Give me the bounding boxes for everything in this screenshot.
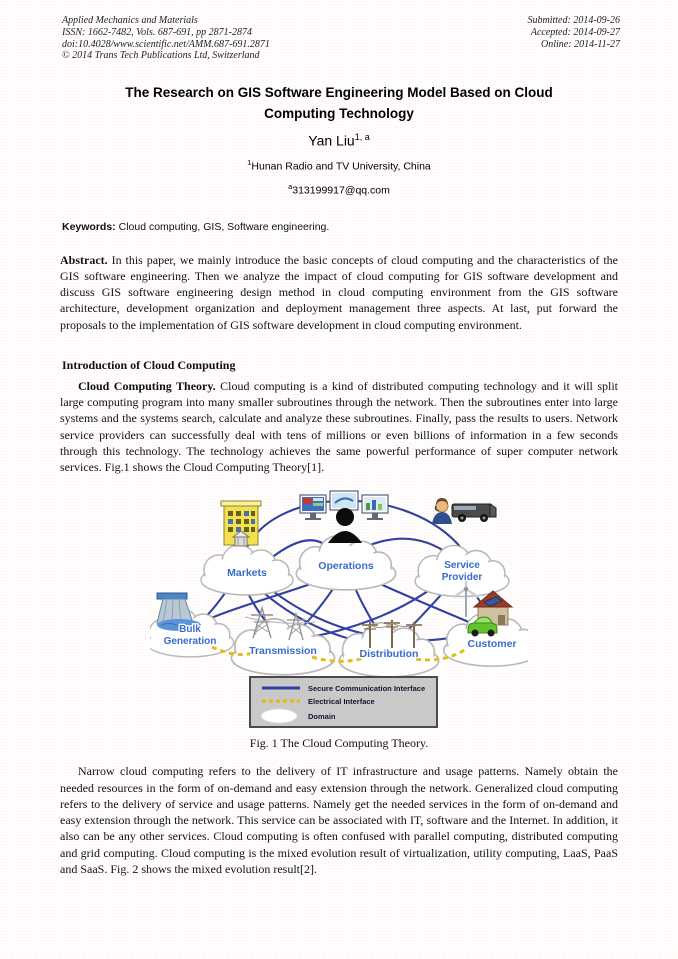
email-superscript: a [288, 182, 293, 192]
distribution-poles-icon [362, 620, 422, 649]
keywords-label: Keywords: [62, 220, 116, 233]
theory-paragraph-label: Cloud Computing Theory. [78, 378, 216, 393]
paper-title: The Research on GIS Software Engineering… [0, 83, 678, 125]
transmission-label: Transmission [249, 645, 317, 657]
service-provider-label-line2: Provider [442, 572, 483, 583]
author-superscript: 1, a [354, 132, 370, 143]
markets-label: Markets [227, 567, 267, 579]
service-provider-label-line1: Service [444, 560, 480, 571]
customer-label: Customer [467, 638, 516, 650]
affiliation-line: 1Hunan Radio and TV University, China [0, 158, 678, 173]
accepted-date: Accepted: 2014-09-27 [530, 26, 620, 38]
bulk-generation-dam-icon [156, 592, 201, 632]
keywords-text: Cloud computing, GIS, Software engineeri… [115, 220, 330, 233]
submitted-date: Submitted: 2014-09-26 [527, 15, 621, 26]
electrical-interface-lines [211, 646, 467, 664]
section-heading: Introduction of Cloud Computing [62, 357, 236, 372]
journal-doi: doi:10.4028/www.scientific.net/AMM.687-6… [62, 38, 270, 50]
author-line: Yan Liu1, a [0, 132, 678, 149]
submission-dates: Submitted: 2014-09-26 Accepted: 2014-09-… [528, 15, 621, 62]
figure-1: Markets Operations Service Provider Bulk… [0, 477, 678, 734]
domain-clouds [145, 535, 542, 679]
paper-title-line2: Computing Technology [264, 106, 414, 122]
domain-shape-sample [260, 708, 298, 724]
operations-label: Operations [318, 560, 374, 572]
figure-legend: Secure Communication Interface Electrica… [249, 676, 438, 729]
journal-issn: ISSN: 1662-7482, Vols. 687-691, pp 2871-… [62, 26, 252, 38]
journal-header: Applied Mechanics and Materials ISSN: 16… [62, 0, 620, 62]
markets-building-icon [220, 500, 262, 547]
email-line: a313199917@qq.com [0, 182, 678, 197]
affiliation-superscript: 1 [247, 157, 252, 167]
abstract-text: In this paper, we mainly introduce the b… [60, 252, 618, 332]
legend-secure-label: Secure Communication Interface [308, 684, 425, 693]
customer-home-icon [453, 575, 514, 637]
email-address: 313199917@qq.com [292, 184, 390, 197]
abstract-paragraph: Abstract. In this paper, we mainly intro… [60, 252, 618, 333]
figure-1-caption: Fig. 1 The Cloud Computing Theory. [249, 736, 429, 751]
journal-info: Applied Mechanics and Materials ISSN: 16… [62, 15, 270, 62]
author-name: Yan Liu [308, 132, 355, 149]
paper-title-line1: The Research on GIS Software Engineering… [125, 85, 553, 101]
journal-copyright: © 2014 Trans Tech Publications Ltd, Swit… [62, 50, 260, 62]
online-date: Online: 2014-11-27 [541, 38, 620, 50]
transmission-towers-icon [244, 606, 316, 641]
service-provider-agent-icon [432, 498, 497, 525]
bulk-generation-label-line2: Generation [164, 636, 217, 647]
journal-title: Applied Mechanics and Materials [62, 15, 198, 26]
theory-paragraph: Cloud Computing Theory. Cloud computing … [60, 378, 618, 476]
operations-monitors-icon [299, 490, 389, 544]
affiliation-text: Hunan Radio and TV University, China [251, 160, 431, 173]
distribution-label: Distribution [360, 648, 419, 660]
legend-domain-label: Domain [308, 712, 336, 721]
figure-1-image: Markets Operations Service Provider Bulk… [145, 490, 542, 729]
bulk-generation-label-line1: Bulk [179, 624, 201, 635]
theory-paragraph-text: Cloud computing is a kind of distributed… [60, 378, 618, 475]
legend-electrical-label: Electrical Interface [308, 697, 375, 706]
narrow-cloud-paragraph: Narrow cloud computing refers to the del… [60, 764, 618, 876]
abstract-label: Abstract. [60, 252, 108, 267]
keywords-line: Keywords: Cloud computing, GIS, Software… [62, 221, 618, 233]
